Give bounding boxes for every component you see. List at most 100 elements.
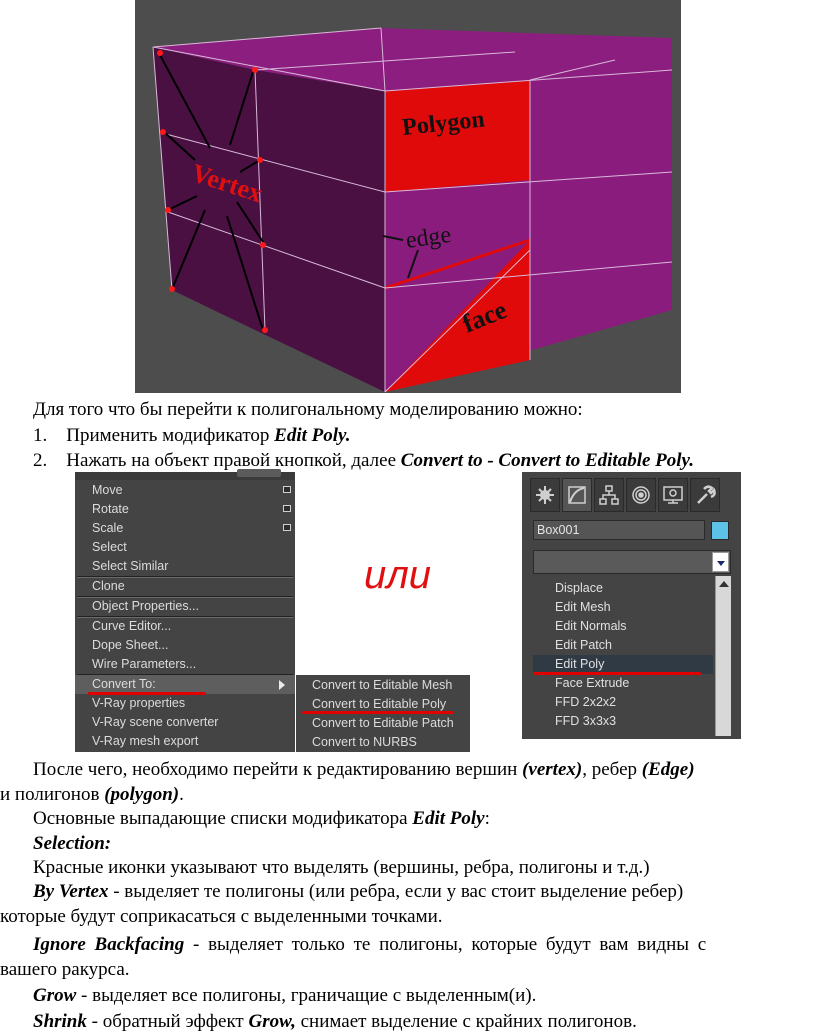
menu-item-select[interactable]: Select: [75, 538, 295, 557]
edit-poly-underline: [533, 672, 701, 675]
modify-tab-icon[interactable]: [562, 478, 592, 512]
or-label: или: [364, 553, 432, 597]
menu-item-curve-editor[interactable]: Curve Editor...: [75, 617, 295, 636]
modifier-label: Face Extrude: [555, 676, 630, 690]
menu-item-vray-scene-converter[interactable]: V-Ray scene converter: [75, 713, 295, 732]
ignore-backfacing-line-1: Ignore Backfacing - выделяет только те п…: [33, 934, 706, 956]
p1-text-a: После чего, необходимо перейти к редакти…: [33, 759, 523, 780]
utilities-tab-icon[interactable]: [690, 478, 720, 512]
step-2-bold: Convert to - Convert to Editable Poly: [400, 450, 690, 471]
menu-item-object-properties[interactable]: Object Properties...: [75, 597, 295, 616]
convert-to-submenu: Convert to Editable Mesh Convert to Edit…: [296, 675, 470, 752]
modifier-edit-patch[interactable]: Edit Patch: [533, 636, 713, 655]
modifier-edit-poly[interactable]: Edit Poly: [533, 655, 713, 674]
p2-bold: Edit Poly: [412, 808, 485, 829]
settings-box-icon[interactable]: [283, 524, 291, 531]
menu-item-label: V-Ray mesh export: [92, 734, 199, 748]
vertex-dots: [157, 50, 268, 333]
command-panel: Box001 Displace Edit Mesh Edit Normals E…: [522, 472, 741, 739]
menu-item-dope-sheet[interactable]: Dope Sheet...: [75, 636, 295, 655]
menu-item-vray-mesh-export[interactable]: V-Ray mesh export: [75, 732, 295, 751]
modifier-displace[interactable]: Displace: [533, 579, 713, 598]
motion-tab-icon[interactable]: [626, 478, 656, 512]
step-1-text: Применить модификатор: [66, 425, 275, 446]
submenu-item-editable-mesh[interactable]: Convert to Editable Mesh: [296, 676, 470, 695]
menu-item-label: Move: [92, 483, 123, 497]
by-vertex-text: - выделяет те полигоны (или ребра, если …: [108, 881, 684, 902]
menu-item-label: Scale: [92, 521, 124, 535]
object-color-swatch[interactable]: [711, 521, 729, 540]
object-name-field[interactable]: Box001: [533, 520, 705, 540]
step-2: 2.Нажать на объект правой кнопкой, далее…: [33, 450, 694, 472]
step-2-end: .: [689, 450, 695, 471]
menu-separator: [77, 674, 293, 675]
shrink-text: - обратный эффект: [86, 1011, 249, 1032]
modifier-ffd-2x2x2[interactable]: FFD 2x2x2: [533, 693, 713, 712]
grow-bold: Grow: [33, 985, 77, 1006]
menu-item-label: Select Similar: [92, 559, 169, 573]
shrink-grow: Grow,: [248, 1011, 296, 1032]
menu-separator: [77, 596, 293, 597]
menu-separator: [77, 616, 293, 617]
shrink-end: снимает выделение с крайних полигонов.: [295, 1011, 637, 1032]
modifier-edit-mesh[interactable]: Edit Mesh: [533, 598, 713, 617]
modifier-label: Edit Patch: [555, 638, 612, 652]
modifier-edit-normals[interactable]: Edit Normals: [533, 617, 713, 636]
submenu-item-label: Convert to Editable Mesh: [312, 678, 453, 692]
by-vertex-bold: By Vertex: [33, 881, 109, 902]
create-tab-icon[interactable]: [530, 478, 560, 512]
submenu-item-label: Convert to Editable Patch: [312, 716, 454, 730]
shrink-line: Shrink - обратный эффект Grow, снимает в…: [33, 1011, 637, 1033]
step-2-text: Нажать на объект правой кнопкой, далее: [66, 450, 401, 471]
chevron-down-icon[interactable]: [712, 552, 729, 572]
settings-box-icon[interactable]: [283, 505, 291, 512]
menu-item-scale[interactable]: Scale: [75, 519, 295, 538]
menu-item-select-similar[interactable]: Select Similar: [75, 557, 295, 576]
step-1-number: 1.: [33, 425, 48, 446]
paragraph-3: Красные иконки указывают что выделять (в…: [33, 857, 650, 878]
menu-item-wire-parameters[interactable]: Wire Parameters...: [75, 655, 295, 674]
polygon-highlight: [385, 80, 530, 192]
modifier-face-extrude[interactable]: Face Extrude: [533, 674, 713, 693]
submenu-item-editable-poly[interactable]: Convert to Editable Poly: [296, 695, 470, 714]
p1-edge: (Edge): [641, 759, 695, 780]
scroll-up-icon[interactable]: [719, 581, 729, 587]
menu-item-label: Dope Sheet...: [92, 638, 169, 652]
box-wireframe: [152, 27, 673, 393]
menu-item-rotate[interactable]: Rotate: [75, 500, 295, 519]
settings-box-icon[interactable]: [283, 486, 291, 493]
menu-item-vray-properties[interactable]: V-Ray properties: [75, 694, 295, 713]
by-vertex-line-2: которые будут соприкасаться с выделенным…: [0, 906, 443, 927]
modifier-label: Displace: [555, 581, 603, 595]
modifier-list-scrollbar[interactable]: [715, 576, 731, 736]
submenu-arrow-icon: [279, 680, 285, 690]
menu-item-convert-to[interactable]: Convert To:: [75, 675, 295, 694]
modifier-ffd-3x3x3[interactable]: FFD 3x3x3: [533, 712, 713, 731]
p2-text-a: Основные выпадающие списки модификатора: [33, 808, 413, 829]
selection-heading: Selection:: [33, 833, 112, 854]
menu-item-label: V-Ray scene converter: [92, 715, 219, 729]
submenu-item-editable-patch[interactable]: Convert to Editable Patch: [296, 714, 470, 733]
edge-pointer: [382, 235, 404, 241]
edge-label: edge: [404, 222, 452, 254]
ignore-backfacing-bold: Ignore Backfacing: [33, 934, 185, 955]
menu-item-label: Rotate: [92, 502, 129, 516]
p1-text-b: , ребер: [582, 759, 642, 780]
modifier-label: Edit Mesh: [555, 600, 611, 614]
ignore-backfacing-line-2: вашего ракурса.: [0, 959, 130, 980]
modifier-label: FFD 3x3x3: [555, 714, 617, 728]
menu-separator: [77, 617, 293, 618]
submenu-item-label: Convert to NURBS: [312, 735, 417, 749]
menu-item-label: Object Properties...: [92, 599, 199, 613]
editable-poly-underline: [302, 711, 454, 714]
vertex-pointer-lines: [159, 54, 266, 331]
display-tab-icon[interactable]: [658, 478, 688, 512]
submenu-item-nurbs[interactable]: Convert to NURBS: [296, 733, 470, 752]
menu-item-label: Wire Parameters...: [92, 657, 197, 671]
intro-text: Для того что бы перейти к полигональному…: [33, 399, 583, 420]
hierarchy-tab-icon[interactable]: [594, 478, 624, 512]
box-left-face: [153, 47, 385, 392]
modifier-list-dropdown[interactable]: [533, 550, 731, 574]
menu-item-move[interactable]: Move: [75, 481, 295, 500]
menu-item-clone[interactable]: Clone: [75, 577, 295, 596]
